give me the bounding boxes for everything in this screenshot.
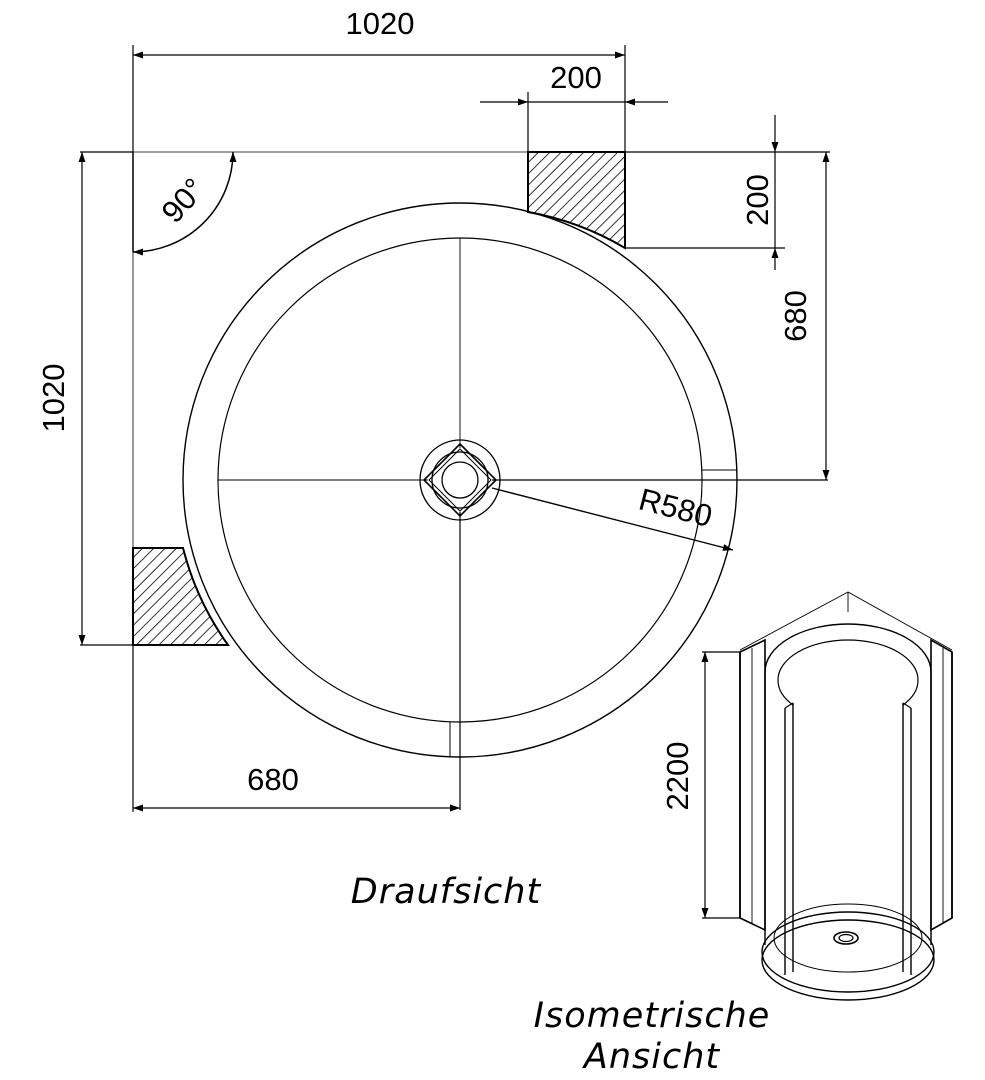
- dimension-left-height: 1020: [36, 151, 133, 646]
- dimension-iso-height: 2200: [660, 651, 740, 919]
- caption-top-view: Draufsicht: [351, 872, 542, 912]
- dimension-top-width: 1020: [132, 6, 626, 152]
- iso-opening-left: [784, 702, 794, 975]
- iso-opening-right: [902, 702, 912, 975]
- caption-iso-line1: Isometrische: [534, 996, 771, 1036]
- dim-left-height-label: 1020: [36, 364, 71, 433]
- drain: [419, 439, 501, 521]
- iso-top-rim-inner: [777, 639, 919, 681]
- dimension-bottom-depth: 680: [132, 645, 460, 812]
- iso-left-pillar: [739, 638, 766, 932]
- radius-label: R580: [635, 482, 716, 534]
- isometric-view: 2200: [660, 591, 953, 1001]
- dim-right-notch-label: 200: [740, 174, 775, 226]
- dimension-right-notch: 200: [625, 115, 830, 270]
- caption-iso-line2: Ansicht: [582, 1037, 721, 1077]
- dim-top-width-label: 1020: [346, 6, 415, 41]
- iso-base-upper: [761, 911, 935, 993]
- hatched-block-top-right: [527, 151, 626, 250]
- radius-leader: [491, 487, 734, 551]
- hatched-block-bottom-left: [132, 547, 230, 646]
- dimension-top-notch: 200: [480, 60, 668, 152]
- iso-top-rim-outer: [764, 623, 932, 673]
- top-view: 90° R580: [132, 151, 828, 810]
- dim-top-notch-label: 200: [550, 60, 602, 95]
- iso-right-pillar: [930, 638, 953, 932]
- iso-corner-top: [739, 591, 953, 651]
- dim-iso-height-label: 2200: [660, 742, 695, 811]
- iso-floor: [773, 903, 923, 973]
- angle-label: 90°: [155, 171, 212, 229]
- dim-bottom-depth-label: 680: [247, 762, 299, 797]
- iso-drain: [833, 931, 859, 945]
- iso-base-lower: [761, 919, 935, 1001]
- dimension-right-depth: 680: [778, 152, 830, 480]
- dim-right-depth-label: 680: [778, 290, 813, 342]
- angle-indicator: 90°: [132, 151, 237, 256]
